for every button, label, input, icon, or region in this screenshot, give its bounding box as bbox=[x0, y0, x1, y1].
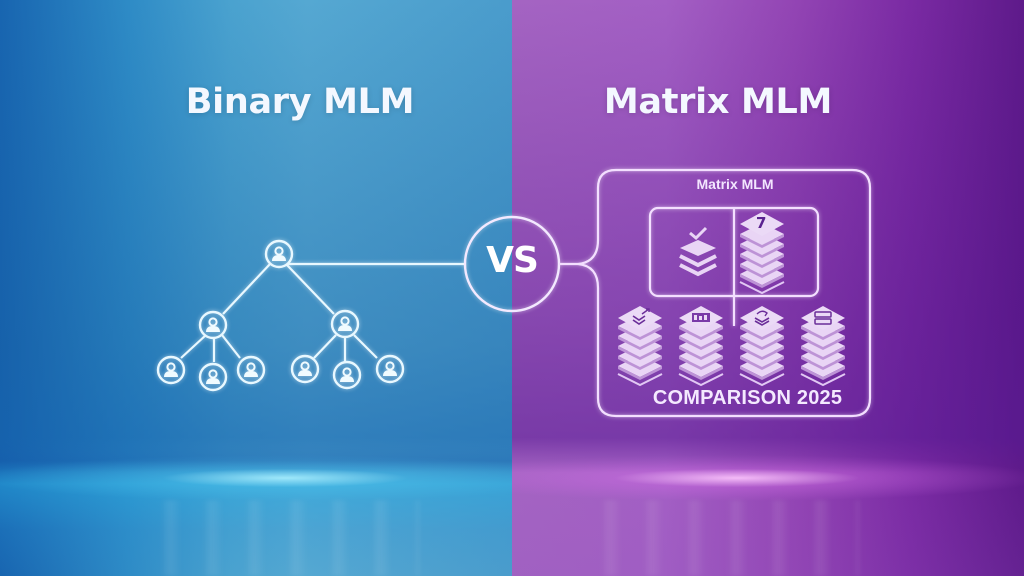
comparison-year-label: COMPARISON 2025 bbox=[652, 387, 843, 409]
tree-level1-left-node bbox=[198, 310, 228, 340]
matrix-mlm-title: Matrix MLM bbox=[603, 82, 833, 122]
binary-panel-background bbox=[0, 0, 512, 576]
layers-chart-icon bbox=[679, 306, 723, 385]
tree-leaf-node bbox=[332, 360, 362, 390]
tree-leaf-node bbox=[156, 355, 186, 385]
tree-level1-right-node bbox=[330, 309, 360, 339]
layers-number-icon bbox=[740, 212, 784, 293]
layers-list-icon bbox=[801, 306, 845, 385]
floor-reflection-left bbox=[160, 500, 420, 576]
tree-leaf-node bbox=[198, 362, 228, 392]
floor-reflection-right bbox=[600, 500, 860, 576]
tree-leaf-node bbox=[236, 355, 266, 385]
vs-label: VS bbox=[486, 240, 539, 281]
tree-root-node bbox=[264, 239, 294, 269]
matrix-card-title: Matrix MLM bbox=[696, 176, 774, 192]
layers-check-icon bbox=[679, 226, 717, 277]
layers-arrow-icon bbox=[618, 306, 662, 385]
tree-leaf-node bbox=[375, 354, 405, 384]
binary-mlm-title: Binary MLM bbox=[185, 82, 415, 122]
tree-leaf-node bbox=[290, 354, 320, 384]
layers-number-value: 7 bbox=[756, 214, 767, 232]
layers-refresh-icon bbox=[740, 306, 784, 385]
